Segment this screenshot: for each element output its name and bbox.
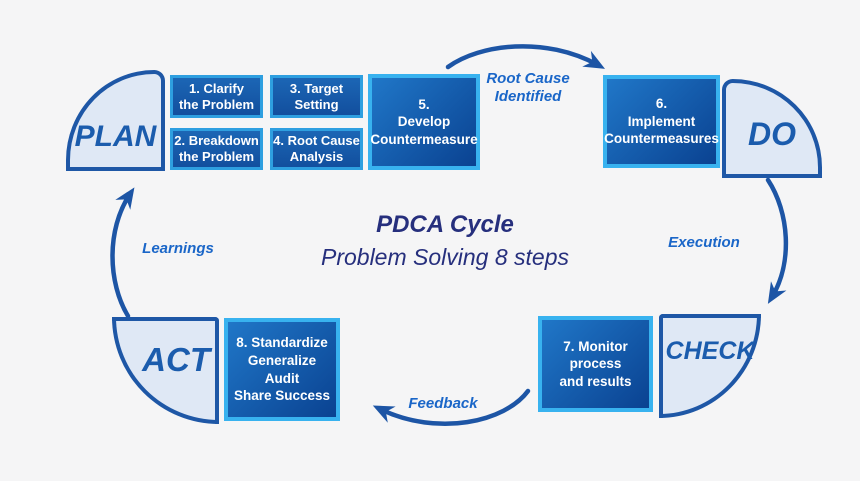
quadrant-plan-label: PLAN [74, 120, 157, 153]
step-box-6-implement-countermeasures: 6. Implement Countermeasures [603, 75, 720, 168]
step-box-3-target-setting: 3. Target Setting [270, 75, 363, 118]
learnings-arrow-label: Learnings [142, 240, 214, 257]
step-box-7-monitor-process: 7. Monitor process and results [538, 316, 653, 412]
diagram-subtitle: Problem Solving 8 steps [320, 244, 569, 270]
quadrant-check: CHECK [659, 314, 761, 418]
quadrant-do: DO [722, 79, 822, 178]
root-cause-arrow-label: Root Cause Identified [486, 70, 570, 105]
execution-arrow [765, 177, 789, 304]
quadrant-do-label: DO [748, 116, 796, 152]
execution-arrow-label: Execution [668, 234, 740, 251]
step-box-2-breakdown-problem: 2. Breakdown the Problem [170, 128, 263, 170]
step-box-1-clarify-problem: 1. Clarify the Problem [170, 75, 263, 118]
root-cause-arrow [445, 44, 606, 70]
quadrant-check-label: CHECK [665, 337, 755, 365]
quadrant-plan: PLAN [66, 70, 165, 171]
center-title-block: PDCA Cycle Problem Solving 8 steps [250, 211, 640, 271]
step-box-4-root-cause-analysis: 4. Root Cause Analysis [270, 128, 363, 170]
diagram-title: PDCA Cycle [376, 211, 514, 238]
quadrant-act: ACT [112, 317, 219, 424]
feedback-arrow-label: Feedback [408, 395, 478, 412]
step-box-8-standardize: 8. Standardize Generalize Audit Share Su… [224, 318, 340, 421]
step-box-5-develop-countermeasure: 5. Develop Countermeasure [368, 74, 480, 170]
quadrant-act-label: ACT [142, 341, 210, 378]
